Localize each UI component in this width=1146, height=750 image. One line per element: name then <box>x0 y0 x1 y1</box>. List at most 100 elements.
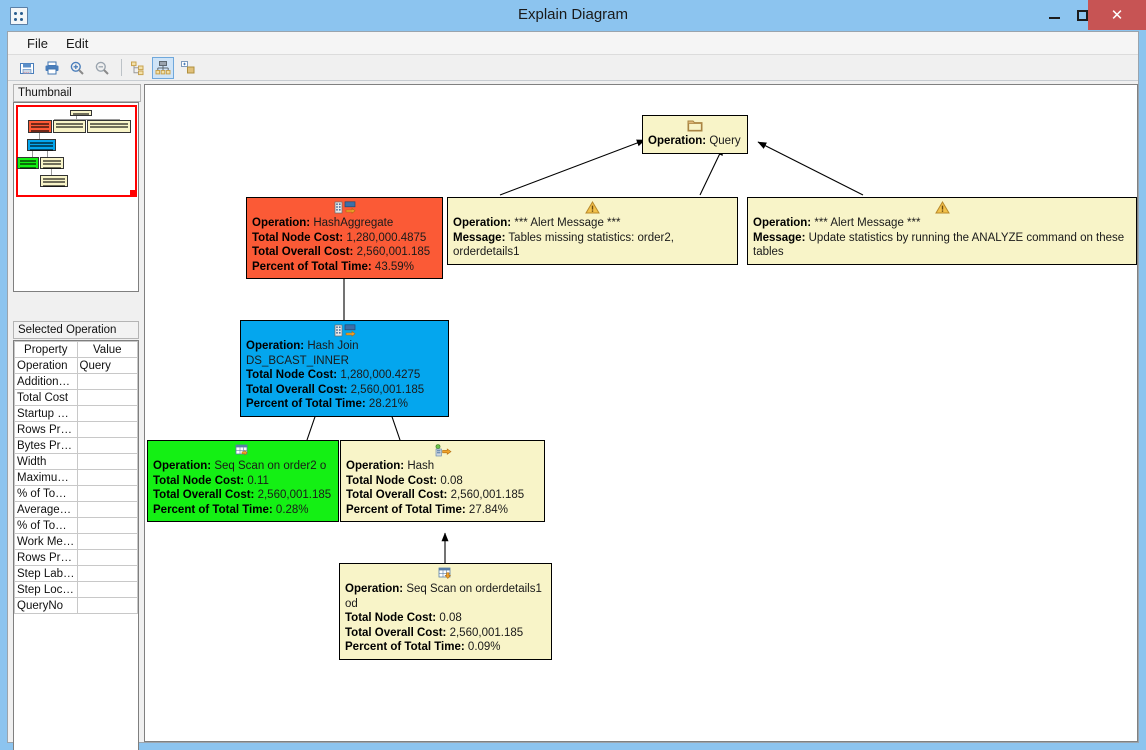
node-seq-scan-orderdetails1[interactable]: Operation: Seq Scan on orderdetails1 od … <box>339 563 552 660</box>
table-row[interactable]: Step Loc… <box>14 581 138 598</box>
label-message: Message: <box>453 231 506 244</box>
maximize-button[interactable] <box>1060 0 1104 30</box>
property-value-cell <box>76 421 138 438</box>
property-name-cell: Addition… <box>14 373 78 390</box>
table-row[interactable]: Startup … <box>14 405 138 422</box>
node-hash-percent-value: 27.84% <box>468 503 508 516</box>
node-query-operation-value: Query <box>709 135 741 147</box>
node-alert-2[interactable]: Operation: *** Alert Message *** Message… <box>747 197 1137 265</box>
node-seq-scan-orderdetails1-operation-line: Operation: Seq Scan on orderdetails1 od <box>345 582 546 611</box>
table-row[interactable]: Step Lab… <box>14 565 138 582</box>
node-hash[interactable]: Operation: Hash Total Node Cost: 0.08 To… <box>340 440 545 523</box>
table-row[interactable]: % of To… <box>14 485 138 502</box>
thumbnail-view[interactable] <box>13 102 139 292</box>
thumb-node-hashaggregate <box>28 120 52 133</box>
label-total-overall-cost: Total Overall Cost: <box>252 246 354 259</box>
app-icon <box>10 7 28 25</box>
warning-icon <box>453 201 732 215</box>
thumbnail-viewport-rect[interactable] <box>16 105 137 197</box>
label-total-overall-cost: Total Overall Cost: <box>246 383 348 396</box>
property-value-cell <box>76 597 138 614</box>
node-hash-aggregate[interactable]: Operation: HashAggregate Total Node Cost… <box>246 197 443 280</box>
label-total-overall-cost: Total Overall Cost: <box>153 489 255 502</box>
window-title: Explain Diagram <box>517 6 629 23</box>
node-hash-join[interactable]: Operation: Hash Join DS_BCAST_INNER Tota… <box>240 320 449 417</box>
node-hash-aggregate-percent-value: 43.59% <box>374 260 414 273</box>
property-value-cell <box>76 373 138 390</box>
expand-node-icon[interactable] <box>177 57 199 79</box>
diagram-canvas[interactable]: Operation: Query Opera <box>144 84 1138 742</box>
node-seq-scan-orderdetails1-operation-value: Seq Scan on orderdetails1 od <box>345 583 542 610</box>
close-button[interactable]: ✕ <box>1088 0 1146 30</box>
property-value-cell <box>76 533 138 550</box>
property-name-cell: Step Lab… <box>14 565 78 582</box>
node-alert-2-operation-value: *** Alert Message *** <box>814 217 921 229</box>
graph-view-icon[interactable] <box>152 56 174 79</box>
thumbnail-header: Thumbnail <box>13 84 141 102</box>
minimize-button[interactable] <box>1032 0 1076 30</box>
property-name-cell: QueryNo <box>14 597 78 614</box>
table-row[interactable]: QueryNo <box>14 597 138 614</box>
table-scan-icon <box>345 567 546 581</box>
folder-icon <box>648 119 742 133</box>
property-value-cell <box>76 405 138 422</box>
property-name-cell: Rows Pr… <box>14 421 78 438</box>
node-hash-join-operation-line: Operation: Hash Join DS_BCAST_INNER <box>246 339 443 368</box>
node-query[interactable]: Operation: Query <box>642 115 748 154</box>
property-value-cell <box>76 565 138 582</box>
hash-icon <box>346 444 539 458</box>
label-total-node-cost: Total Node Cost: <box>252 231 344 244</box>
table-row[interactable]: Width <box>14 453 138 470</box>
node-hash-aggregate-node-cost-line: Total Node Cost: 1,280,000.4875 <box>252 231 437 246</box>
node-alert-1[interactable]: Operation: *** Alert Message *** Message… <box>447 197 738 265</box>
label-percent-of-total-time: Percent of Total Time: <box>153 503 273 516</box>
menu-edit[interactable]: Edit <box>65 35 89 51</box>
print-icon[interactable] <box>41 57 63 79</box>
node-seq-scan-order2-node-cost-value: 0.11 <box>247 474 269 487</box>
label-total-overall-cost: Total Overall Cost: <box>346 489 448 502</box>
label-operation: Operation: <box>345 583 404 595</box>
table-row[interactable]: Rows Pr… <box>14 421 138 438</box>
zoom-out-icon[interactable] <box>91 57 113 79</box>
node-alert-1-message-line: Message: Tables missing statistics: orde… <box>453 231 732 260</box>
label-percent-of-total-time: Percent of Total Time: <box>252 260 372 273</box>
zoom-in-icon[interactable] <box>66 57 88 79</box>
node-seq-scan-orderdetails1-percent-value: 0.09% <box>467 641 501 654</box>
thumbnail-resize-handle[interactable] <box>130 190 136 196</box>
table-row[interactable]: Average… <box>14 501 138 518</box>
table-row[interactable]: % of To… <box>14 517 138 534</box>
table-row[interactable]: Total Cost <box>14 389 138 406</box>
thumb-node-query <box>70 110 92 116</box>
tree-view-icon[interactable] <box>127 57 149 79</box>
table-row[interactable]: Rows Pr… <box>14 549 138 566</box>
menu-file[interactable]: File <box>27 35 48 51</box>
table-row[interactable]: Work Me… <box>14 533 138 550</box>
property-value-cell <box>76 437 138 454</box>
table-row[interactable]: Maximu… <box>14 469 138 486</box>
node-hash-aggregate-overall-cost-line: Total Overall Cost: 2,560,001.185 <box>252 245 437 260</box>
label-operation: Operation: <box>346 460 405 472</box>
label-operation: Operation: <box>153 460 212 472</box>
property-name-cell: Step Loc… <box>14 581 78 598</box>
node-seq-scan-order2-overall-cost-value: 2,560,001.185 <box>257 489 332 502</box>
save-icon[interactable] <box>16 57 38 79</box>
label-operation: Operation: <box>648 135 707 147</box>
node-seq-scan-order2-percent-line: Percent of Total Time: 0.28% <box>153 503 333 518</box>
join-icon <box>246 324 443 338</box>
column-header-property: Property <box>14 341 78 358</box>
warning-icon <box>753 201 1131 215</box>
node-seq-scan-order2[interactable]: Operation: Seq Scan on order2 o Total No… <box>147 440 339 523</box>
thumb-node-hashjoin <box>27 139 56 151</box>
property-name-cell: Average… <box>14 501 78 518</box>
column-header-value: Value <box>76 341 138 358</box>
table-row[interactable]: Addition… <box>14 373 138 390</box>
table-row[interactable]: Bytes Pr… <box>14 437 138 454</box>
label-message: Message: <box>753 231 806 244</box>
selected-operation-header: Selected Operation <box>13 321 139 339</box>
property-name-cell: Operation <box>14 357 78 374</box>
node-seq-scan-orderdetails1-percent-line: Percent of Total Time: 0.09% <box>345 640 546 655</box>
property-name-cell: % of To… <box>14 485 78 502</box>
